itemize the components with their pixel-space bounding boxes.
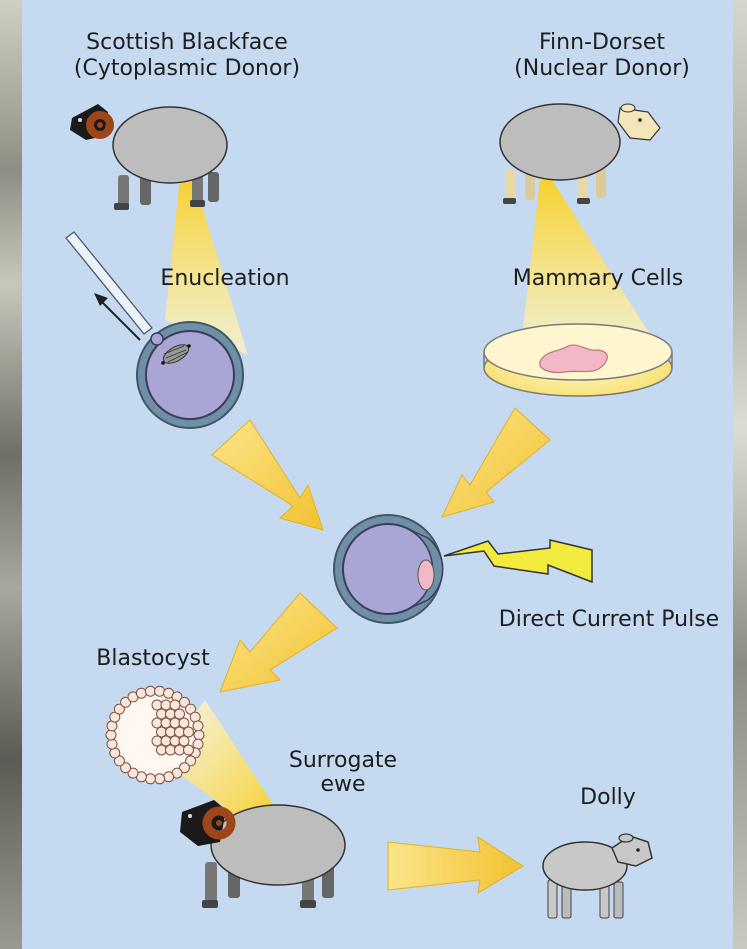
blastocyst-cell (184, 745, 194, 755)
arrow-surrogate-to-dolly (388, 837, 523, 893)
blastocyst-cell (155, 774, 165, 784)
scottish-blackface-sheep (70, 104, 227, 210)
petri-dish (484, 324, 672, 396)
blastocyst-cell (179, 736, 189, 746)
blastocyst-cell (193, 721, 203, 731)
label-mammary-cells: Mammary Cells (488, 266, 708, 292)
blastocyst-cell (179, 718, 189, 728)
blastocyst-cell (155, 686, 165, 696)
blastocyst-cell (106, 730, 116, 740)
label-nuclear-donor-role: (Nuclear Donor) (486, 56, 718, 82)
fused-cell (334, 515, 443, 623)
label-direct-current-pulse: Direct Current Pulse (478, 607, 740, 633)
blastocyst-cell (194, 730, 204, 740)
direct-current-lightning-icon (444, 540, 592, 582)
arrow-oocyte-to-fusion (212, 420, 323, 530)
finn-dorset-sheep (500, 104, 660, 204)
blastocyst-cell (164, 772, 174, 782)
label-blastocyst: Blastocyst (78, 646, 228, 672)
blastocyst-cell (145, 774, 155, 784)
arrow-cells-to-fusion (442, 408, 550, 517)
dolly-lamb (543, 834, 652, 918)
blastocyst-cell (175, 709, 185, 719)
label-enucleation: Enucleation (140, 266, 310, 292)
blastocyst-cell (170, 700, 180, 710)
blastocyst-cell (184, 727, 194, 737)
oocyte-cell (137, 322, 243, 428)
label-cytoplasmic-donor-breed: Scottish Blackface (57, 30, 317, 56)
label-nuclear-donor-breed: Finn-Dorset (502, 30, 702, 56)
label-dolly: Dolly (563, 785, 653, 811)
blastocyst-cell (145, 686, 155, 696)
label-ewe: ewe (300, 772, 386, 798)
blastocyst-cell (136, 688, 146, 698)
arrow-fusion-to-blastocyst (220, 593, 337, 692)
blastocyst-cell (107, 739, 117, 749)
surrogate-ewe-sheep (180, 800, 345, 908)
label-cytoplasmic-donor-role: (Cytoplasmic Donor) (47, 56, 327, 82)
blastocyst (106, 686, 204, 784)
label-surrogate: Surrogate (270, 748, 416, 774)
